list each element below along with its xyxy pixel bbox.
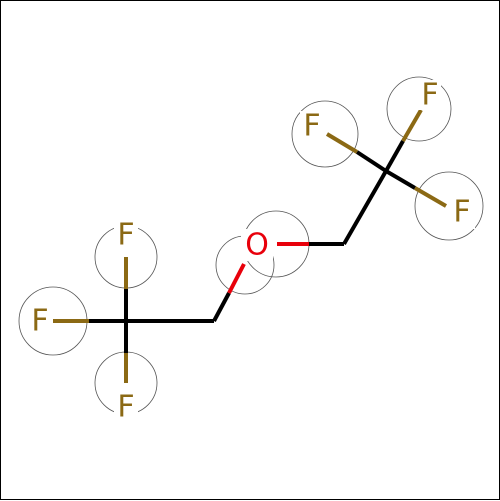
highlight-circle-f-right [414,171,484,241]
atom-label-f-top-right: F [421,78,438,113]
bond-c4-f-right-carbon [384,169,417,190]
bond-c4-f-top-right-carbon [384,140,405,172]
atom-label-f-bottom-left: F [117,390,134,425]
bond-c3-c4 [342,170,388,245]
atom-labels: F F F O F F F [31,78,470,425]
atom-label-f-upper-left: F [303,109,320,144]
atom-label-f-top-left: F [117,218,134,253]
bond-c4-f-top-right [401,108,423,143]
bond-c4-f-upper-left [325,132,359,154]
atom-label-o: O [245,228,269,263]
bond-c4-f-upper-left-carbon [355,150,388,173]
atom-label-f-right: F [453,195,470,230]
highlight-circle-f-top-right [386,76,452,142]
bond-c2-o-carbon [212,292,231,322]
highlight-circle-f-upper-left [291,100,359,168]
bond-c4-f-right [413,186,448,208]
bond-c2-o-oxygen [227,263,246,294]
label-backgrounds [28,80,475,423]
bonds [53,108,448,383]
atom-label-f-left: F [31,304,48,339]
